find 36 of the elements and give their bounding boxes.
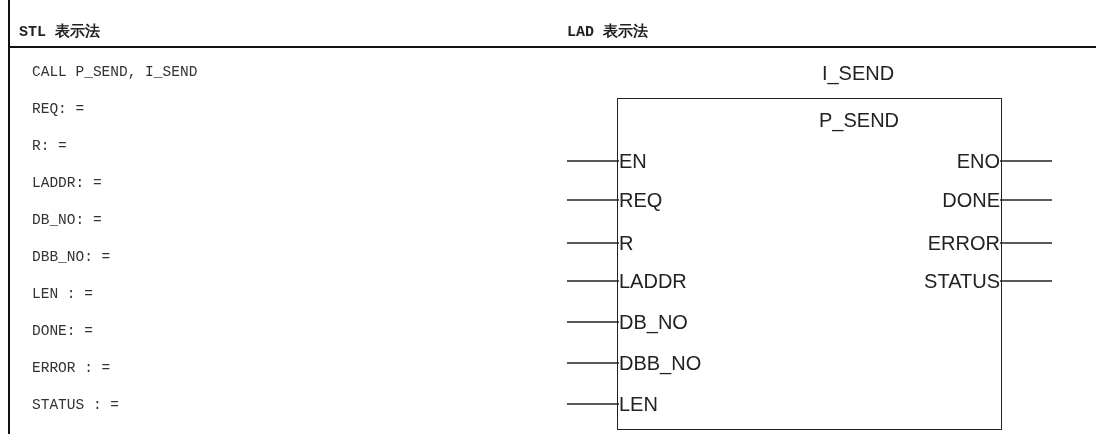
pin-line bbox=[999, 280, 1053, 282]
pin-line bbox=[566, 160, 620, 162]
input-pin-label: DBB_NO bbox=[619, 352, 702, 374]
code-line: LEN : = bbox=[32, 286, 93, 302]
pin-line bbox=[999, 199, 1053, 201]
code-line: DB_NO: = bbox=[32, 212, 102, 228]
input-pin-label: LADDR bbox=[619, 270, 687, 292]
code-line: LADDR: = bbox=[32, 175, 102, 191]
output-pin-label: DONE bbox=[942, 189, 1000, 211]
input-pin-label: R bbox=[619, 232, 634, 254]
column-header: STL 表示法 bbox=[19, 22, 100, 41]
input-pin-label: EN bbox=[619, 150, 647, 172]
code-line: DBB_NO: = bbox=[32, 249, 111, 265]
code-line: DONE: = bbox=[32, 323, 93, 339]
pin-line bbox=[999, 160, 1053, 162]
pin-line bbox=[566, 280, 620, 282]
input-pin-label: DB_NO bbox=[619, 311, 688, 333]
code-line: ERROR : = bbox=[32, 360, 111, 376]
code-line: R: = bbox=[32, 138, 67, 154]
output-pin-label: ENO bbox=[956, 150, 1000, 172]
pin-line bbox=[566, 321, 620, 323]
code-line: REQ: = bbox=[32, 101, 85, 117]
pin-line bbox=[566, 362, 620, 364]
instance-name: I_SEND bbox=[820, 62, 896, 84]
code-line: CALL P_SEND, I_SEND bbox=[32, 64, 198, 80]
code-line: STATUS : = bbox=[32, 397, 119, 413]
pin-line bbox=[566, 403, 620, 405]
input-pin-label: REQ bbox=[619, 189, 663, 211]
pin-line bbox=[999, 242, 1053, 244]
input-pin-label: LEN bbox=[619, 393, 658, 415]
block-type-label: P_SEND bbox=[818, 109, 900, 131]
pin-line bbox=[566, 242, 620, 244]
output-pin-label: ERROR bbox=[927, 232, 1000, 254]
pin-line bbox=[566, 199, 620, 201]
column-header: LAD 表示法 bbox=[567, 22, 648, 41]
output-pin-label: STATUS bbox=[924, 270, 1000, 292]
